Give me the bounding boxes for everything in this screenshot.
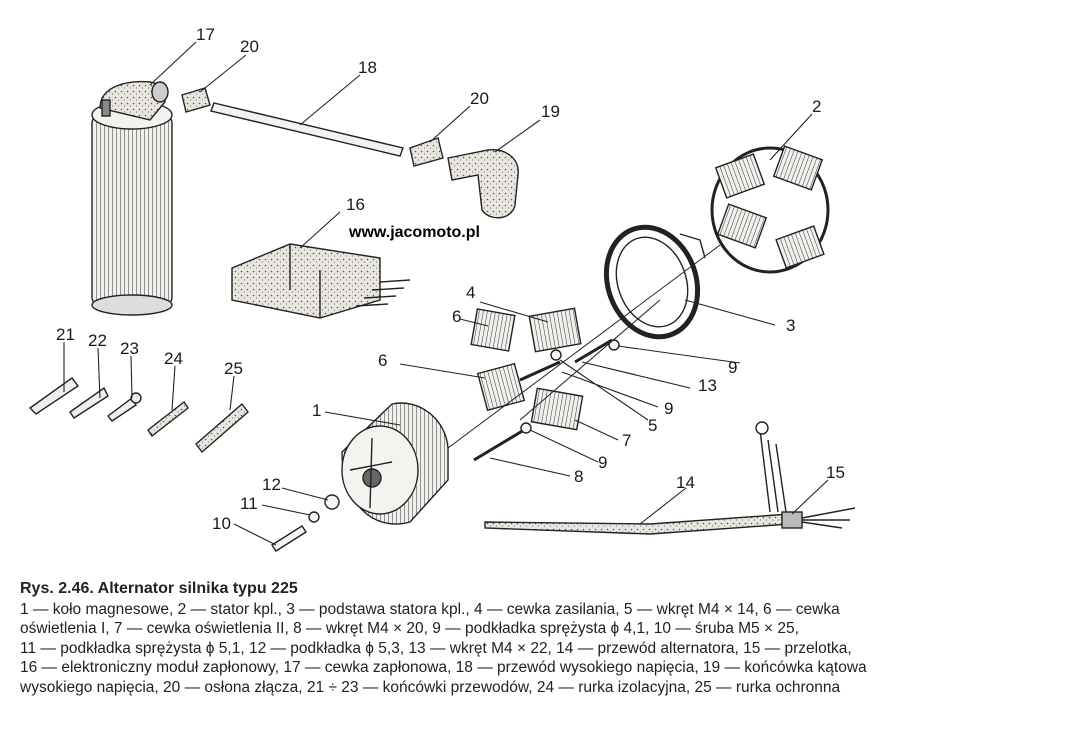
caption-title: Rys. 2.46. Alternator silnika typu 225 bbox=[20, 580, 298, 597]
part-number-label: 4 bbox=[466, 283, 475, 302]
part-number-label: 13 bbox=[698, 376, 717, 395]
part-number-label: 9 bbox=[598, 453, 607, 472]
ignition-module-drawing bbox=[231, 243, 411, 319]
part-number-label: 21 bbox=[56, 325, 75, 344]
coil-4-drawing bbox=[528, 307, 582, 353]
part-number-label: 15 bbox=[826, 463, 845, 482]
angle-cap-drawing bbox=[447, 149, 519, 219]
part-number-label: 3 bbox=[786, 316, 795, 335]
caption-line: 16 — elektroniczny moduł zapłonowy, 17 —… bbox=[20, 659, 867, 676]
watermark-text: www.jacomoto.pl bbox=[349, 224, 480, 241]
connector-cover-drawing bbox=[409, 137, 444, 167]
part-number-label: 19 bbox=[541, 102, 560, 121]
part-number-label: 12 bbox=[262, 475, 281, 494]
stator-base-drawing bbox=[603, 224, 706, 340]
part-number-label: 18 bbox=[358, 58, 377, 77]
coil-6-upper-drawing bbox=[470, 308, 516, 352]
part-number-label: 7 bbox=[622, 431, 631, 450]
part-number-label: 10 bbox=[212, 514, 231, 533]
caption-line: oświetlenia I, 7 — cewka oświetlenia II,… bbox=[20, 620, 799, 637]
screws-drawing bbox=[271, 338, 620, 552]
connector-cover-drawing bbox=[181, 87, 211, 113]
stator-drawing bbox=[710, 145, 830, 274]
part-number-label: 14 bbox=[676, 473, 695, 492]
part-number-label: 6 bbox=[452, 307, 461, 326]
coil-6-lower-drawing bbox=[476, 362, 526, 412]
alternator-wire-drawing bbox=[484, 421, 856, 535]
part-number-label: 5 bbox=[648, 416, 657, 435]
part-number-label: 25 bbox=[224, 359, 243, 378]
part-number-label: 22 bbox=[88, 331, 107, 350]
part-number-label: 16 bbox=[346, 195, 365, 214]
part-number-label: 20 bbox=[470, 89, 489, 108]
part-number-label: 20 bbox=[240, 37, 259, 56]
part-number-label: 2 bbox=[812, 97, 821, 116]
ignition-coil-drawing bbox=[91, 80, 173, 316]
exploded-diagram: 1234566789991011121314151617181920202122… bbox=[28, 25, 856, 552]
caption-line: 1 — koło magnesowe, 2 — stator kpl., 3 —… bbox=[20, 600, 840, 618]
caption-line: 11 — podkładka sprężysta ϕ 5,1, 12 — pod… bbox=[20, 639, 852, 657]
part-number-label: 17 bbox=[196, 25, 215, 44]
part-number-label: 9 bbox=[728, 358, 737, 377]
part-number-label: 9 bbox=[664, 399, 673, 418]
part-number-label: 24 bbox=[164, 349, 183, 368]
coil-7-drawing bbox=[530, 387, 584, 431]
part-number-label: 11 bbox=[240, 494, 258, 513]
ht-wire-drawing bbox=[210, 102, 404, 157]
part-number-label: 1 bbox=[312, 401, 321, 420]
part-number-label: 8 bbox=[574, 467, 583, 486]
caption-line: wysokiego napięcia, 20 — osłona złącza, … bbox=[20, 678, 841, 696]
part-number-label: 6 bbox=[378, 351, 387, 370]
leader-lines bbox=[63, 41, 829, 546]
figure-caption: Rys. 2.46. Alternator silnika typu 225 1… bbox=[20, 579, 1060, 697]
assembly-axis-lines bbox=[447, 244, 721, 449]
part-number-label: 23 bbox=[120, 339, 139, 358]
flywheel-drawing bbox=[341, 402, 449, 525]
terminals-drawing bbox=[28, 377, 249, 454]
